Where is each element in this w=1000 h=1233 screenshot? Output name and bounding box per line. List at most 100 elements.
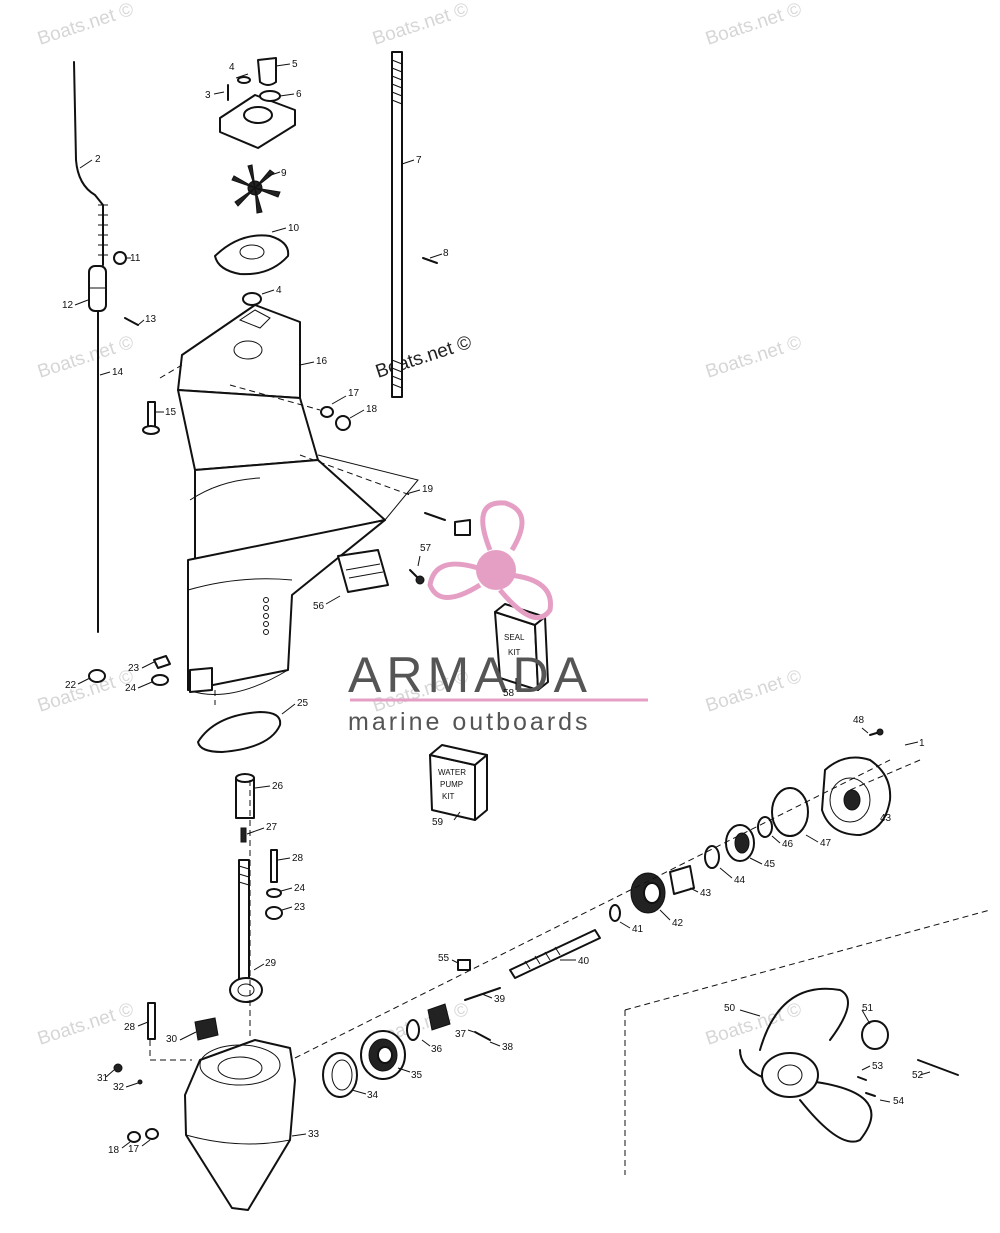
gear-housing bbox=[184, 1039, 296, 1211]
brand-tagline: marine outboards bbox=[348, 708, 591, 736]
callout-label: 19 bbox=[422, 484, 434, 495]
callout-label: 27 bbox=[266, 822, 278, 833]
callout-label: 59 bbox=[432, 817, 444, 828]
callout-label: 8 bbox=[443, 248, 449, 259]
callout-label: 24 bbox=[125, 683, 137, 694]
washer-24 bbox=[151, 674, 169, 686]
watermark: Boats.net © bbox=[373, 332, 474, 383]
callout-label: 17 bbox=[348, 388, 360, 399]
callout-label: 41 bbox=[632, 924, 644, 935]
callout-label: 36 bbox=[431, 1044, 443, 1055]
callout-label: 38 bbox=[502, 1042, 514, 1053]
callout-label: 42 bbox=[672, 918, 684, 929]
seal-kit-box: SEAL KIT bbox=[494, 603, 549, 691]
bearing-carrier bbox=[821, 756, 892, 836]
callout-label: 24 bbox=[294, 883, 306, 894]
callout-label: 39 bbox=[494, 994, 506, 1005]
callout-label: 23 bbox=[294, 902, 306, 913]
callout-label: 56 bbox=[313, 601, 325, 612]
driveshaft-housing bbox=[177, 304, 419, 695]
callout-label: 47 bbox=[820, 838, 832, 849]
watermark: Boats.net © bbox=[35, 999, 136, 1050]
callout-label: 31 bbox=[97, 1073, 109, 1084]
tube-5 bbox=[257, 57, 277, 86]
callout-label: 32 bbox=[113, 1082, 125, 1093]
bracket-30 bbox=[194, 1017, 219, 1041]
callout-label: 13 bbox=[145, 314, 157, 325]
washer-17 bbox=[320, 406, 334, 418]
callout-label: 18 bbox=[108, 1145, 120, 1156]
callout-label: 43 bbox=[880, 813, 892, 824]
pin-13 bbox=[124, 317, 139, 326]
screw-19 bbox=[424, 512, 446, 521]
callout-label: 12 bbox=[62, 300, 74, 311]
callout-label: 37 bbox=[455, 1029, 467, 1040]
seal-4-lower bbox=[242, 292, 262, 306]
watermark: Boats.net © bbox=[35, 666, 136, 717]
screw-18 bbox=[335, 415, 351, 431]
nut-23 bbox=[153, 655, 171, 669]
callout-label: 22 bbox=[65, 680, 77, 691]
callout-label: 25 bbox=[297, 698, 309, 709]
callout-label: 11 bbox=[130, 253, 141, 264]
callout-label: 3 bbox=[205, 90, 211, 101]
gear-42 bbox=[630, 872, 666, 914]
callout-label: 10 bbox=[288, 223, 300, 234]
water-pump-kit-label-1: WATER bbox=[438, 768, 466, 777]
key-27 bbox=[240, 827, 247, 843]
callout-label: 18 bbox=[366, 404, 378, 415]
plate-56 bbox=[337, 549, 389, 593]
callout-label: 28 bbox=[292, 853, 304, 864]
pin-38 bbox=[474, 1031, 491, 1041]
watermark: Boats.net © bbox=[703, 999, 804, 1050]
washer-24b bbox=[266, 888, 282, 898]
callout-label: 23 bbox=[128, 663, 140, 674]
armada-logo: ARMADA marine outboards bbox=[348, 500, 648, 736]
screw-31 bbox=[113, 1063, 123, 1073]
callout-label: 40 bbox=[578, 956, 590, 967]
brand-name: ARMADA bbox=[348, 647, 592, 703]
callout-label: 57 bbox=[420, 543, 432, 554]
propeller bbox=[739, 987, 873, 1143]
impeller bbox=[231, 164, 281, 214]
stud-28 bbox=[270, 849, 278, 883]
washer-44 bbox=[704, 845, 720, 869]
stud-28b bbox=[147, 1002, 156, 1040]
callout-label: 54 bbox=[893, 1096, 905, 1107]
callout-label: 16 bbox=[316, 356, 328, 367]
drive-shaft-29 bbox=[238, 859, 250, 981]
callout-label: 52 bbox=[912, 1070, 924, 1081]
washer-32 bbox=[137, 1079, 143, 1085]
nut-22 bbox=[88, 669, 106, 683]
cotter-pin-52 bbox=[917, 1059, 959, 1076]
pin-54 bbox=[865, 1092, 876, 1097]
pump-plate-10 bbox=[214, 234, 290, 276]
callout-label: 45 bbox=[764, 859, 776, 870]
callout-label: 53 bbox=[872, 1061, 884, 1072]
callout-label: 55 bbox=[438, 953, 450, 964]
callout-label: 2 bbox=[95, 154, 101, 165]
callout-label: 35 bbox=[411, 1070, 423, 1081]
grommet-4 bbox=[237, 76, 251, 84]
propeller-logo-icon bbox=[427, 500, 553, 621]
callout-label: 34 bbox=[367, 1090, 379, 1101]
parts-artwork bbox=[73, 51, 991, 1211]
bushing-43 bbox=[669, 865, 695, 895]
callout-label: 30 bbox=[166, 1034, 178, 1045]
callout-label: 6 bbox=[296, 89, 302, 100]
callout-label: 46 bbox=[782, 839, 794, 850]
washer-36 bbox=[406, 1019, 420, 1041]
clutch-37 bbox=[427, 1003, 451, 1031]
water-pump-kit-label-3: KIT bbox=[442, 792, 455, 801]
watermark: Boats.net © bbox=[703, 666, 804, 717]
watermark: Boats.net © bbox=[370, 0, 471, 50]
seal-kit-label-1: SEAL bbox=[504, 633, 525, 642]
callout-label: 17 bbox=[128, 1144, 140, 1155]
drive-shaft-long bbox=[391, 51, 403, 398]
callout-label: 7 bbox=[416, 155, 422, 166]
screw-57 bbox=[409, 569, 419, 579]
callout-label: 26 bbox=[272, 781, 284, 792]
callout-label: 51 bbox=[862, 1003, 874, 1014]
watermark: Boats.net © bbox=[35, 0, 136, 50]
